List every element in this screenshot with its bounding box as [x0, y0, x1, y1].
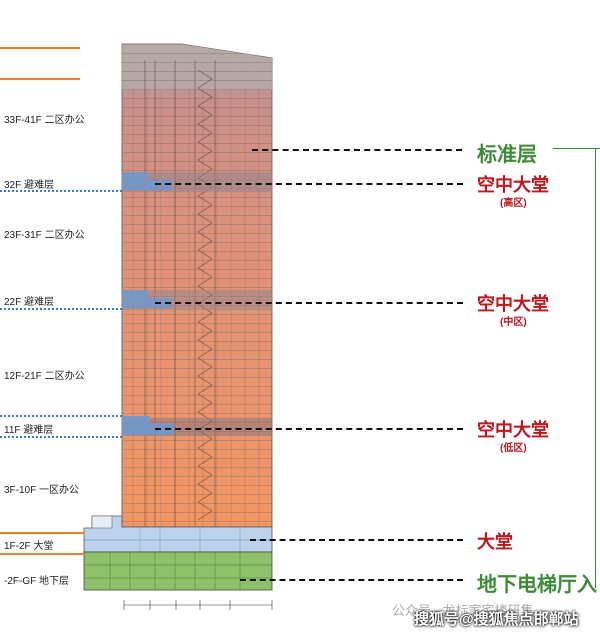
label-sky-lobby-low: 空中大堂: [477, 420, 549, 440]
header-rule-2: [0, 78, 80, 80]
basement-block: [83, 551, 273, 591]
label-sky-lobby-mid: 空中大堂: [477, 294, 549, 314]
label-sky-lobby-high-sub: (高区): [500, 198, 527, 209]
leader-sky-mid: [155, 302, 463, 304]
sky-lobby-high-block: [122, 172, 172, 190]
refuge-22-pointer: [0, 308, 122, 310]
sky-lobby-low-block: [122, 416, 174, 435]
label-standard-floor: 标准层: [477, 144, 537, 166]
floor-label-11: 11F 避难层: [4, 425, 54, 436]
label-basement-elevator-hall: 地下电梯厅入: [477, 574, 597, 596]
leader-basement: [240, 579, 463, 581]
floor-label-basement: -2F-GF 地下层: [4, 576, 69, 587]
standard-floor-rule: [553, 148, 600, 149]
lobby-rule-bottom: [0, 553, 84, 555]
floor-label-23-31: 23F-31F 二区办公: [4, 230, 85, 241]
refuge-11-pointer-top: [0, 415, 122, 417]
floor-label-33-41: 33F-41F 二区办公: [4, 115, 85, 126]
label-sky-lobby-mid-sub: (中区): [500, 317, 527, 328]
floor-label-32: 32F 避难层: [4, 180, 55, 191]
label-sky-lobby-high: 空中大堂: [477, 175, 549, 195]
refuge-11-pointer-bottom: [0, 436, 122, 438]
watermark-main: 搜狐号@搜狐焦点邯郸站: [414, 611, 579, 628]
leader-sky-high: [155, 183, 463, 185]
floor-label-12-21: 12F-21F 二区办公: [4, 371, 85, 382]
leader-standard: [252, 149, 462, 151]
refuge-32-pointer: [0, 190, 122, 192]
label-lobby: 大堂: [477, 532, 513, 552]
lobby-rule-top: [0, 532, 84, 534]
watermark-faint: 公众号 · 龙标家宅楼研集: [392, 603, 534, 618]
floor-label-1-2: 1F-2F 大堂: [4, 541, 54, 552]
leader-sky-low: [155, 428, 463, 430]
header-rule-1: [0, 47, 80, 49]
floor-label-3-10: 3F-10F 一区办公: [4, 485, 80, 496]
label-sky-lobby-low-sub: (低区): [500, 443, 527, 454]
leader-lobby: [250, 539, 463, 541]
floor-label-22: 22F 避难层: [4, 297, 55, 308]
right-bracket: [595, 148, 596, 588]
